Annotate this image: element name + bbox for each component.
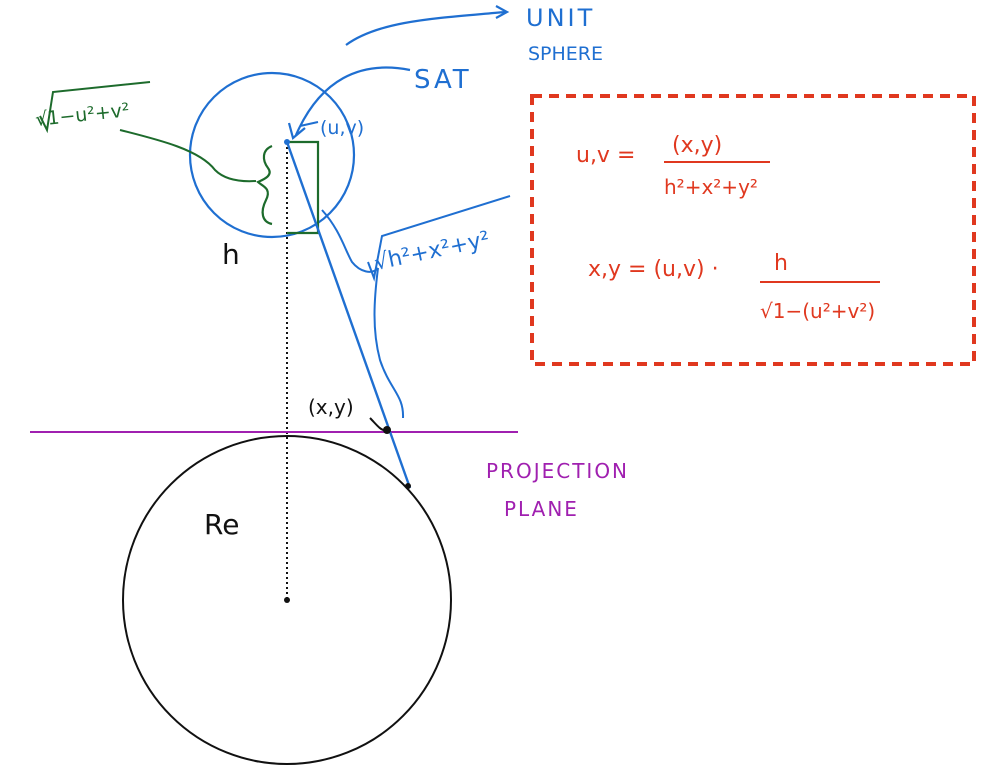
formula-box xyxy=(530,94,976,366)
green-brace xyxy=(256,144,273,226)
earth-center-dot xyxy=(284,597,290,603)
uv-point-label: (u,v) xyxy=(320,117,364,139)
earth-intersection-point xyxy=(405,483,411,489)
green-rectangle xyxy=(287,140,320,235)
formula1-numerator: (x,y) xyxy=(672,133,722,158)
slant-sqrt-icon xyxy=(367,195,511,282)
green-sqrt-icon xyxy=(39,81,151,134)
unit-sphere-arrow xyxy=(345,10,506,46)
earth-circle xyxy=(122,435,452,765)
sat-label: SAT xyxy=(414,65,472,95)
sphere-label: SPHERE xyxy=(528,43,603,65)
plane-label: PLANE xyxy=(504,497,579,521)
sat-arrow xyxy=(294,66,411,136)
uv-arrow xyxy=(299,121,319,127)
xy-pointer xyxy=(369,417,387,432)
unit-label: UNIT xyxy=(526,4,595,32)
slant-brace xyxy=(321,209,405,419)
formula1-lhs: u,v = xyxy=(576,143,635,168)
formula2-denominator: √1−(u²+v²) xyxy=(760,299,875,323)
formula2-lhs: x,y = (u,v) · xyxy=(588,257,719,282)
formula1-denominator: h²+x²+y² xyxy=(664,175,758,199)
projection-label: PROJECTION xyxy=(486,459,629,483)
sat-arrowhead-icon xyxy=(287,122,306,140)
sqrt-term-label: √1−u²+v² xyxy=(34,99,130,131)
xy-point xyxy=(383,426,391,434)
re-label: Re xyxy=(204,508,239,541)
satellite-point xyxy=(284,139,290,145)
unit-sphere-circle xyxy=(188,71,356,239)
green-connector xyxy=(119,129,257,183)
formula2-numerator: h xyxy=(774,251,788,276)
xy-point-label: (x,y) xyxy=(308,395,354,419)
h-label: h xyxy=(222,238,240,271)
unit-sphere-arrowhead-icon xyxy=(495,5,510,19)
